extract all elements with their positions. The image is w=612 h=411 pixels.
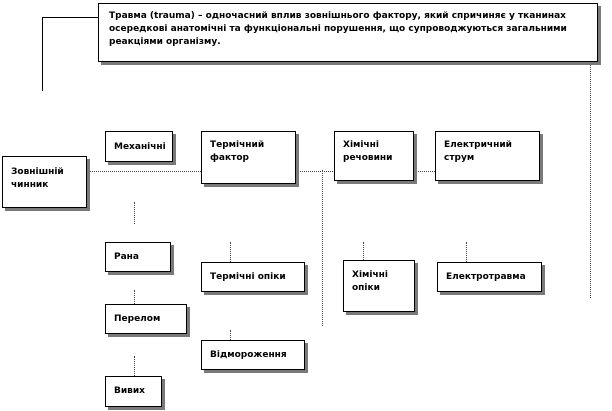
node-chemical: Хімічні речовини xyxy=(334,131,414,181)
node-mechanical-label: Механічні xyxy=(114,142,166,152)
node-frostbite: Відмороження xyxy=(201,340,305,370)
connector-fracture-dislocation xyxy=(134,356,135,376)
connector-definition-right xyxy=(590,62,591,298)
connector-thermal-long xyxy=(322,170,323,326)
node-chemical-label: Хімічні речовини xyxy=(343,140,393,164)
node-frostbite-label: Відмороження xyxy=(210,350,287,360)
node-external-factor: Зовнішній чинник xyxy=(2,156,87,208)
connector-wound-fracture xyxy=(134,290,135,304)
node-electrotrauma-label: Електротравма xyxy=(446,272,526,282)
connector-definition-down xyxy=(42,17,43,91)
node-thermal-burns-label: Термічні опіки xyxy=(210,272,286,282)
node-thermal: Термічний фактор xyxy=(201,131,296,184)
trauma-definition-text: Травма (trauma) – одночасний вплив зовні… xyxy=(109,11,567,48)
node-fracture: Перелом xyxy=(105,304,187,334)
connector-definition-left xyxy=(42,17,98,18)
node-electric-label: Електричний струм xyxy=(444,140,512,164)
node-thermal-burns: Термічні опіки xyxy=(201,262,305,292)
node-dislocation: Вивих xyxy=(105,376,162,407)
node-mechanical: Механічні xyxy=(105,131,173,162)
node-thermal-label: Термічний фактор xyxy=(210,140,265,164)
node-external-factor-label: Зовнішній чинник xyxy=(11,167,64,191)
trauma-definition-box: Травма (trauma) – одночасний вплив зовні… xyxy=(98,3,598,62)
node-chemical-burns: Хімічні опіки xyxy=(343,260,415,312)
node-wound-label: Рана xyxy=(114,252,139,262)
connector-thermal xyxy=(230,242,231,266)
node-wound: Рана xyxy=(105,242,171,272)
connector-mechanical xyxy=(134,202,135,224)
node-dislocation-label: Вивих xyxy=(114,386,145,396)
connector-chemical xyxy=(363,242,364,260)
node-electrotrauma: Електротравма xyxy=(437,262,542,292)
connector-burns-frostbite xyxy=(230,330,231,344)
node-electric: Електричний струм xyxy=(435,131,540,181)
node-fracture-label: Перелом xyxy=(114,314,161,324)
connector-electric xyxy=(466,242,467,262)
node-chemical-burns-label: Хімічні опіки xyxy=(352,270,388,294)
